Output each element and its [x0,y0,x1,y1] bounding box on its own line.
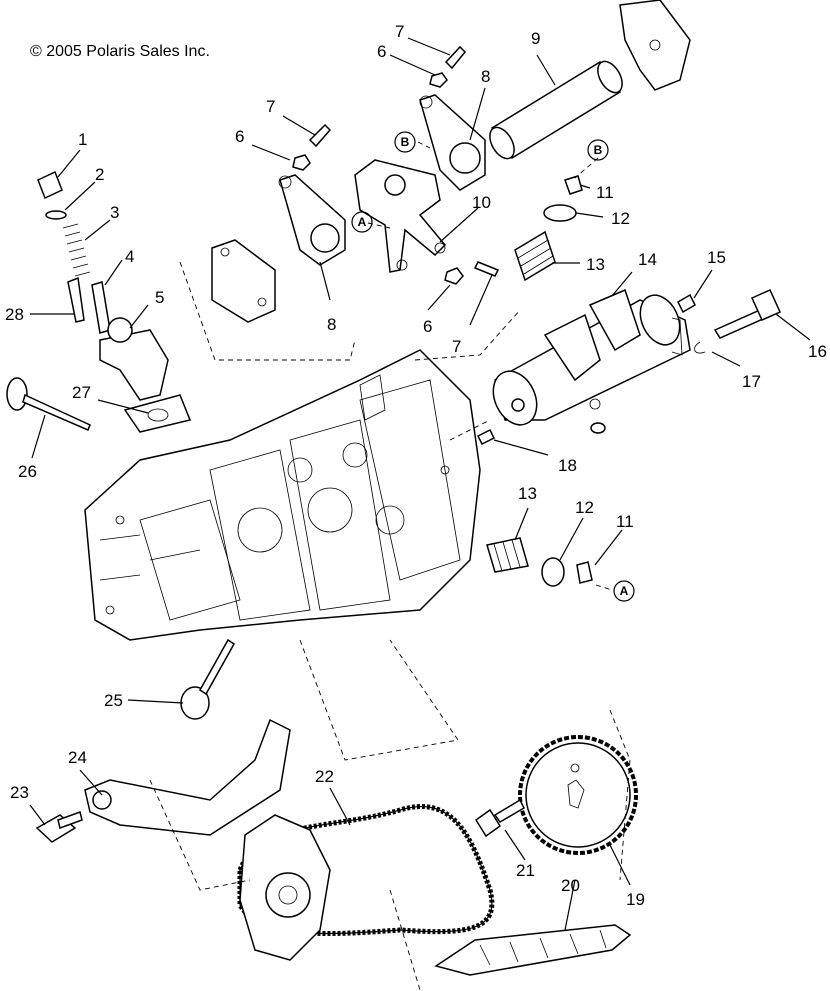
label-17: 17 [742,372,761,391]
copyright-notice: © 2005 Polaris Sales Inc. [30,43,210,60]
cam-sprocket [474,735,638,855]
ref-b-right: B [594,143,603,157]
label-3: 3 [110,203,119,222]
head-cover-piece [619,0,691,91]
label-12-upper: 12 [611,209,630,228]
label-15: 15 [707,248,726,267]
label-28: 28 [5,305,24,324]
leader-lines [29,37,811,991]
crank-sprocket [239,814,331,961]
cam-hardware [476,289,781,446]
cam-cover-bracket [179,239,356,361]
label-25: 25 [104,691,123,710]
label-27: 27 [72,383,91,402]
adjuster-nuts [292,45,500,285]
part-labels: 1 2 3 4 5 6 6 6 7 7 7 8 8 9 10 11 11 12 … [5,22,827,909]
label-12-lower: 12 [575,498,594,517]
ref-a-upper: A [358,215,367,229]
ref-a-lower: A [620,584,629,598]
upper-valve-spring [514,175,583,282]
cam-chain-tensioner [37,170,192,433]
label-1: 1 [78,130,87,149]
camshaft [492,288,691,434]
rocker-shaft [489,60,623,160]
label-10: 10 [472,193,491,212]
rocker-arm-left [278,174,346,266]
label-22: 22 [315,767,334,786]
cylinder-head [84,349,481,641]
valve-intake [6,377,91,431]
label-24: 24 [68,748,87,767]
chain-guide-upper [35,718,291,843]
label-13-upper: 13 [586,255,605,274]
rocker-arm-right [419,94,486,191]
label-4: 4 [125,247,134,266]
label-20: 20 [561,876,580,895]
label-2: 2 [95,165,104,184]
label-11-lower: 11 [616,512,634,531]
lower-valve-spring [486,537,593,587]
label-13-lower: 13 [518,484,537,503]
cam-chain [237,804,495,937]
label-8-bottom: 8 [327,315,336,334]
label-6-left: 6 [235,127,244,146]
ref-b-left: B [401,135,410,149]
label-9: 9 [531,29,540,48]
rocker-support [354,159,447,273]
label-7-left: 7 [266,97,275,116]
label-19: 19 [626,890,645,909]
valve-exhaust [180,638,235,720]
label-14: 14 [638,250,657,269]
label-16: 16 [808,342,827,361]
label-5: 5 [155,288,164,307]
label-7-bottom: 7 [452,337,461,356]
label-11-upper: 11 [596,183,614,202]
label-7-top: 7 [395,22,404,41]
label-6-top: 6 [377,42,386,61]
label-8-top: 8 [481,67,490,86]
reference-markers: A A B B [351,131,635,602]
chain-guide-lower [434,924,632,976]
label-6-bottom: 6 [423,317,432,336]
label-23: 23 [10,783,29,802]
label-26: 26 [18,462,37,481]
label-18: 18 [558,456,577,475]
label-21: 21 [516,861,535,880]
